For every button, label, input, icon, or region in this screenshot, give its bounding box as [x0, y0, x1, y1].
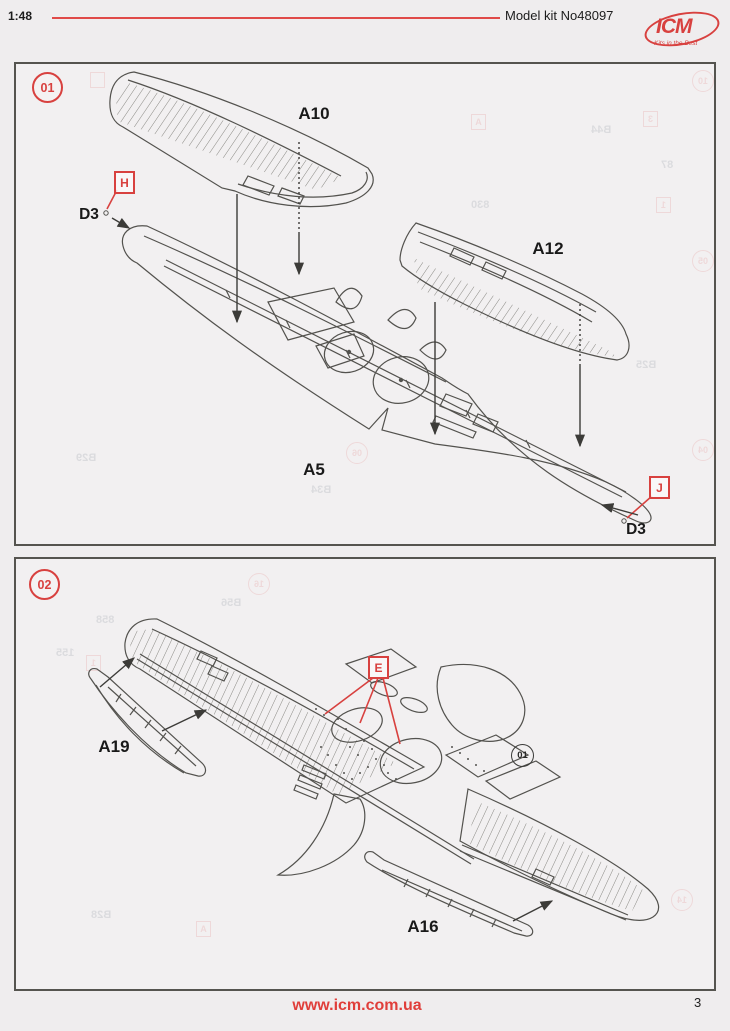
part-a10-drawing — [109, 71, 374, 208]
label-a16: A16 — [407, 917, 439, 936]
step-01-badge: 01 — [32, 72, 63, 103]
glue-callout-e: E — [368, 656, 389, 679]
header-rule — [52, 17, 500, 19]
step-01-panel: 10 A 3 B44 87 1 830 05 B25 06 B29 B34 04 — [14, 62, 716, 546]
page-number: 3 — [694, 995, 702, 1010]
kit-number: Model kit No48097 — [505, 8, 614, 23]
rivet-dots — [315, 708, 485, 780]
detail-h-d3 — [103, 189, 131, 229]
icm-logo-tagline: Kits in the Best — [654, 40, 698, 47]
assembly-arrows — [231, 142, 586, 448]
glue-callout-h: H — [114, 171, 135, 194]
step-02-drawing — [88, 618, 660, 937]
icm-logo: ICM Kits in the Best — [641, 6, 723, 52]
glue-callout-j: J — [649, 476, 670, 499]
assembled-wing-drawing — [124, 618, 660, 921]
website-url: www.icm.com.ua — [292, 997, 422, 1014]
step-reference-01: 01 — [511, 744, 534, 767]
label-a5: A5 — [303, 460, 325, 479]
detail-j-d3 — [600, 495, 653, 524]
label-a12: A12 — [532, 239, 564, 258]
icm-logo-text: ICM — [656, 15, 692, 38]
assembly-arrows — [99, 657, 554, 922]
step-02-badge: 02 — [29, 569, 60, 600]
label-d3-right: D3 — [626, 521, 646, 538]
scale-indicator: 1:48 — [8, 9, 33, 23]
detail-e-leaders — [324, 677, 401, 745]
label-a19: A19 — [98, 737, 130, 756]
part-a12-drawing — [399, 222, 630, 361]
label-d3-left: D3 — [79, 206, 99, 223]
label-a10: A10 — [298, 104, 330, 123]
step-01-drawing — [103, 71, 653, 524]
part-a19-drawing — [88, 668, 207, 777]
step-02-panel: 16 858 155 1 B56 B28 A 14 — [14, 557, 716, 991]
part-a5-drawing — [121, 225, 652, 524]
part-a16-drawing — [364, 851, 534, 937]
